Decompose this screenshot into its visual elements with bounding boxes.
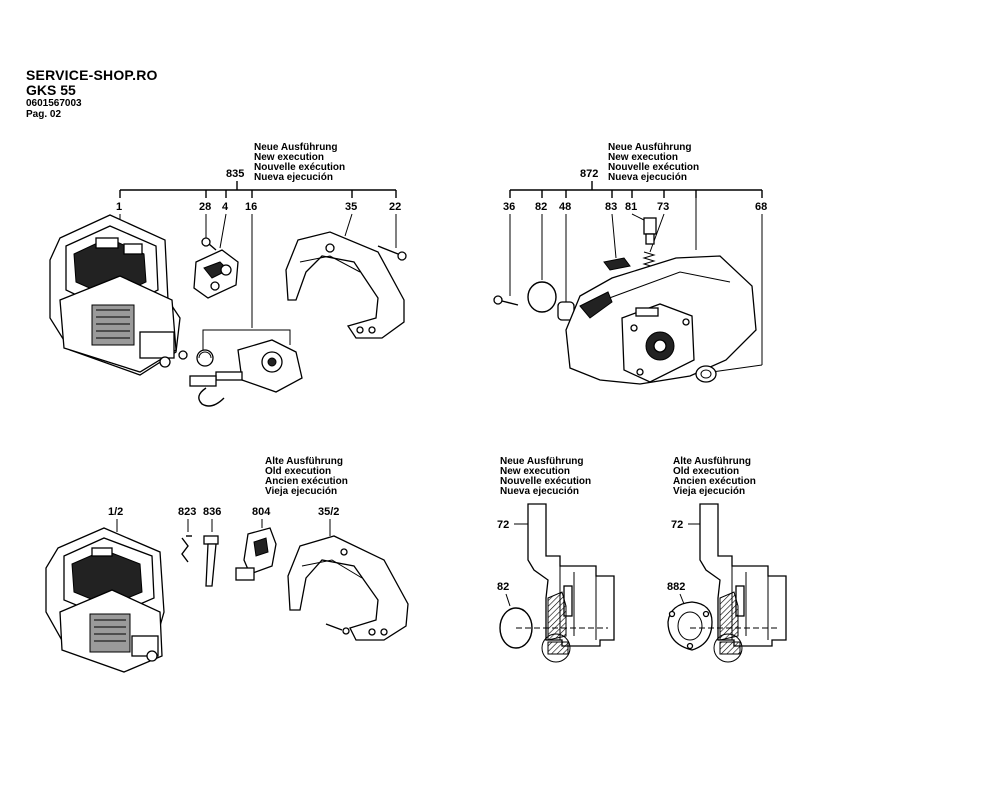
caption-new-detail: Neue Ausführung New execution Nouvelle e… (500, 456, 591, 497)
part-label-16: 16 (245, 201, 257, 213)
caption-line: Neue Ausführung (500, 456, 584, 467)
o-ring-part-82 (527, 281, 557, 313)
caption-old-bottom-left: Alte Ausführung Old execution Ancien exé… (265, 456, 348, 497)
plug-part-81 (643, 217, 657, 245)
caption-new-top-left: Neue Ausführung New execution Nouvelle e… (254, 142, 345, 183)
blade-guard-part-68 (565, 255, 757, 385)
part-label-83: 83 (605, 201, 617, 213)
caption-line: Nueva ejecución (608, 172, 687, 183)
leader-lines-top-right (509, 190, 763, 373)
assembly-label-872: 872 (580, 168, 598, 180)
part-label-68: 68 (755, 201, 767, 213)
part-label-882: 882 (667, 581, 685, 593)
leader-882 (679, 593, 685, 605)
part-label-72-new: 72 (497, 519, 509, 531)
leader-82-detail (505, 593, 511, 607)
part-label-35-2: 35/2 (318, 506, 339, 518)
screw-part-36 (493, 295, 519, 306)
part-label-82: 82 (535, 201, 547, 213)
caption-line: Old execution (265, 466, 331, 477)
caption-line: Nouvelle exécution (254, 162, 345, 173)
assembly-label-835: 835 (226, 168, 244, 180)
switch-part-4 (193, 249, 239, 299)
brush-holder-part-16 (189, 339, 303, 407)
caption-line: Neue Ausführung (608, 142, 692, 153)
caption-line: Ancien exécution (673, 476, 756, 487)
caption-old-detail: Alte Ausführung Old execution Ancien exé… (673, 456, 756, 497)
label-plate-part-83 (603, 257, 631, 271)
section-view-new (499, 503, 615, 663)
part-number: 0601567003 (26, 98, 82, 109)
caption-line: Old execution (673, 466, 739, 477)
lever-part-836 (203, 535, 219, 587)
caption-line: Nueva ejecución (500, 486, 579, 497)
section-view-old (667, 503, 787, 663)
caption-line: Nouvelle exécution (500, 476, 591, 487)
part-label-28: 28 (199, 201, 211, 213)
page-number: Pag. 02 (26, 109, 62, 120)
caption-new-top-right: Neue Ausführung New execution Nouvelle e… (608, 142, 699, 183)
spring-part-73 (642, 251, 656, 268)
caption-line: Vieja ejecución (673, 486, 745, 497)
screw-part-28 (201, 237, 217, 251)
part-label-22: 22 (389, 201, 401, 213)
caption-line: Alte Ausführung (673, 456, 751, 467)
part-label-72-old: 72 (671, 519, 683, 531)
site-name: SERVICE-SHOP.RO (26, 67, 158, 83)
part-label-36: 36 (503, 201, 515, 213)
caption-line: Neue Ausführung (254, 142, 338, 153)
handle-part-35 (285, 231, 405, 339)
ring-part-68-detail (695, 365, 717, 383)
screw-part-22 (377, 245, 407, 261)
header-block: SERVICE-SHOP.RO GKS 55 0601567003 Pag. 0… (26, 68, 158, 120)
part-label-1: 1 (116, 201, 122, 213)
part-label-82-detail: 82 (497, 581, 509, 593)
spring-part-823 (181, 535, 192, 563)
caption-line: New execution (254, 152, 324, 163)
part-label-73: 73 (657, 201, 669, 213)
motor-housing-part-1-2 (45, 527, 165, 673)
caption-line: Vieja ejecución (265, 486, 337, 497)
caption-line: Nueva ejecución (254, 172, 333, 183)
part-label-48: 48 (559, 201, 571, 213)
switch-part-804 (235, 527, 277, 581)
caption-line: Alte Ausführung (265, 456, 343, 467)
model-name: GKS 55 (26, 82, 76, 98)
handle-part-35-2 (287, 535, 409, 641)
leader-bracket-872 (509, 181, 763, 198)
part-label-1-2: 1/2 (108, 506, 123, 518)
part-label-804: 804 (252, 506, 271, 518)
part-label-81: 81 (625, 201, 637, 213)
motor-housing-part-1 (49, 214, 188, 376)
part-label-4: 4 (222, 201, 229, 213)
part-label-35: 35 (345, 201, 357, 213)
leader-lines-bottom-left (116, 519, 331, 536)
caption-line: Nouvelle exécution (608, 162, 699, 173)
caption-line: New execution (500, 466, 570, 477)
caption-line: New execution (608, 152, 678, 163)
leader-bracket-835 (119, 181, 397, 198)
part-label-823: 823 (178, 506, 196, 518)
caption-line: Ancien exécution (265, 476, 348, 487)
part-label-836: 836 (203, 506, 221, 518)
